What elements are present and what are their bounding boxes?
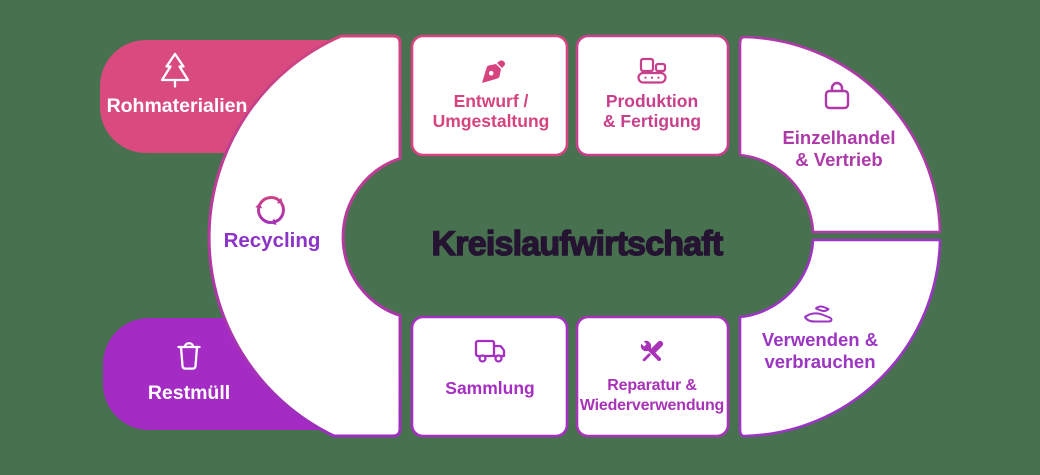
tools-icon xyxy=(640,340,664,362)
diagram-title: Kreislaufwirtschaft xyxy=(432,225,723,263)
shopping-bag-icon xyxy=(824,81,850,110)
stage-produktion: Produktion & Fertigung xyxy=(575,34,730,157)
pen-nib-icon xyxy=(482,60,506,83)
raw-materials-label: Rohmaterialien xyxy=(107,95,248,117)
conveyor-icon xyxy=(637,57,667,84)
stage-entwurf-label-line1: Entwurf / xyxy=(454,91,529,111)
truck-icon xyxy=(474,339,506,363)
stage-sammlung: Sammlung xyxy=(410,315,569,438)
stage-einzelhandel-label-line2: & Vertrieb xyxy=(795,149,882,170)
stage-verwenden-shape xyxy=(738,238,942,438)
residual-waste-label: Restmüll xyxy=(148,382,230,404)
recycling-segment: Recycling xyxy=(207,34,402,438)
stage-produktion-box xyxy=(575,34,730,157)
stage-sammlung-label: Sammlung xyxy=(445,378,534,398)
stage-einzelhandel: Einzelhandel & Vertrieb xyxy=(738,35,942,234)
hand-icon xyxy=(804,305,833,323)
stage-entwurf: Entwurf / Umgestaltung xyxy=(410,34,569,157)
stage-einzelhandel-label-line1: Einzelhandel xyxy=(782,127,895,148)
stage-verwenden: Verwenden & verbrauchen xyxy=(738,238,942,438)
stage-entwurf-box xyxy=(410,34,569,157)
stage-verwenden-label-line2: verbrauchen xyxy=(764,351,875,372)
stage-reparatur-box xyxy=(575,315,730,438)
stage-reparatur: Reparatur & Wiederverwendung xyxy=(575,315,730,438)
stage-einzelhandel-shape xyxy=(738,35,942,234)
recycling-ring-shape xyxy=(207,34,402,438)
stage-reparatur-label-line1: Reparatur & xyxy=(607,377,697,394)
stage-sammlung-box xyxy=(410,315,569,438)
recycling-label: Recycling xyxy=(224,229,321,252)
recycle-arrows-icon xyxy=(255,196,285,225)
stage-reparatur-label-line2: Wiederverwendung xyxy=(580,397,724,414)
stage-produktion-label-line2: & Fertigung xyxy=(603,111,701,131)
stage-entwurf-label-line2: Umgestaltung xyxy=(433,111,550,131)
stage-verwenden-label-line1: Verwenden & xyxy=(762,329,878,350)
trash-icon xyxy=(177,342,201,370)
stage-produktion-label-line1: Produktion xyxy=(606,91,698,111)
tree-icon xyxy=(160,52,190,88)
